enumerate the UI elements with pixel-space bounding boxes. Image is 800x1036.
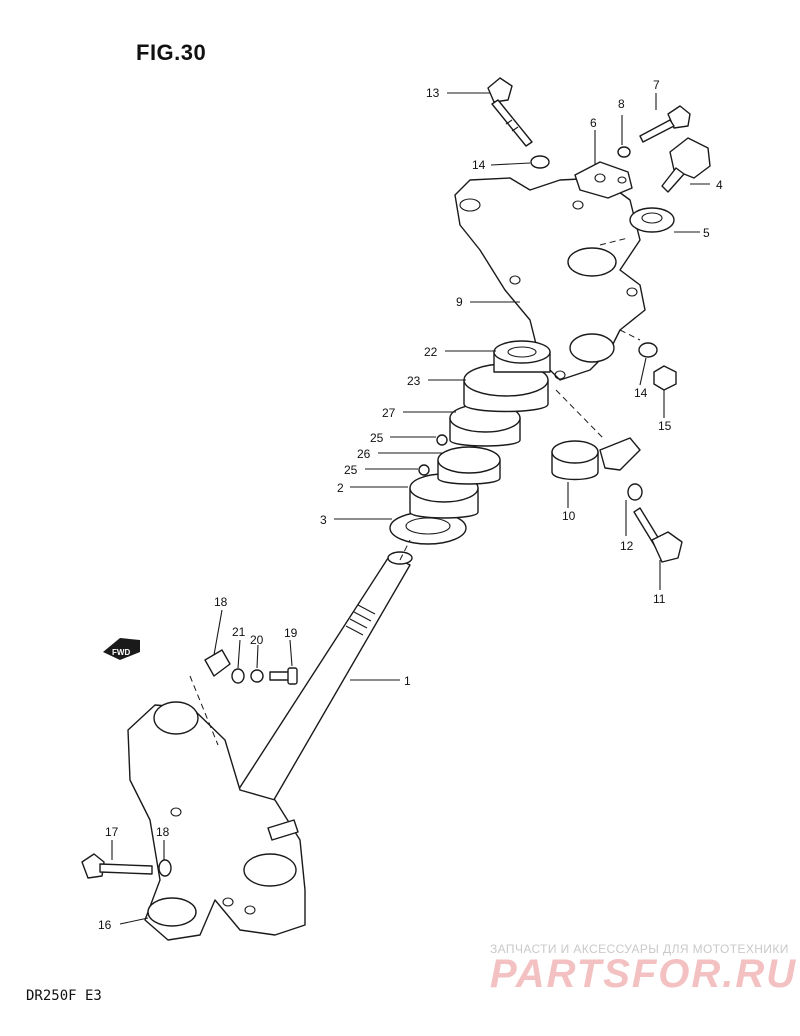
callout-3: 3 [320,513,327,527]
callout-8: 8 [618,97,625,111]
callout-9: 9 [456,295,463,309]
bolt-4 [661,137,711,193]
fwd-arrow: FWD [103,638,140,660]
callout-21: 20 [250,633,264,647]
callout-25b: 25 [344,463,358,477]
callout-24: 23 [407,374,421,388]
watermark-logo: PARTSFOR.RU [490,952,798,996]
nut-15 [653,365,677,391]
callout-22: 21 [232,625,246,639]
callout-15: 15 [658,419,672,433]
bolt-13 [487,77,533,147]
callout-14a: 14 [472,158,486,172]
callout-27: 27 [382,406,396,420]
washer-21 [250,669,264,683]
washer-12 [627,483,643,501]
callouts: 13 14 6 8 7 4 5 9 22 23 27 25 26 25 2 3 … [98,78,723,932]
washer-8 [617,146,631,158]
callout-26: 26 [357,447,371,461]
model-code: DR250F E3 [26,988,102,1004]
washer-14-upper [530,155,550,169]
leader-lines [111,92,710,925]
bolt-20 [269,667,298,685]
washer-18 [158,859,172,877]
callout-20: 19 [284,626,298,640]
fwd-label: FWD [112,648,130,657]
callout-2: 2 [337,481,344,495]
bolt-11 [633,507,683,563]
callout-23: 22 [424,345,438,359]
lower-bracket [127,701,306,941]
callout-25a: 25 [370,431,384,445]
upper-bracket [454,177,646,381]
bearing-stack [389,340,551,545]
callout-17: 17 [105,825,119,839]
callout-10: 10 [562,509,576,523]
steering-stem [234,551,413,811]
callout-12: 12 [620,539,634,553]
callout-14b: 14 [634,386,648,400]
callout-13: 13 [426,86,440,100]
callout-4: 4 [716,178,723,192]
callout-1: 1 [404,674,411,688]
callout-6: 6 [590,116,597,130]
callout-16: 16 [98,918,112,932]
callout-19: 18 [214,595,228,609]
washer-22 [231,668,245,684]
bushing-10 [551,437,641,481]
callout-7: 7 [653,78,660,92]
washer-14-lower [638,342,658,358]
callout-11: 11 [653,592,666,606]
bolt-7 [639,105,691,143]
collar-5 [629,207,675,233]
callout-18: 18 [156,825,170,839]
stopper-19 [204,649,231,677]
clamp-6 [574,161,633,199]
callout-5: 5 [703,226,710,240]
watermark-caption: ЗАПЧАСТИ И АКСЕССУАРЫ ДЛЯ МОТОТЕХНИКИ [490,942,789,956]
figure-title: FIG.30 [136,40,207,65]
bolt-17 [81,853,153,879]
